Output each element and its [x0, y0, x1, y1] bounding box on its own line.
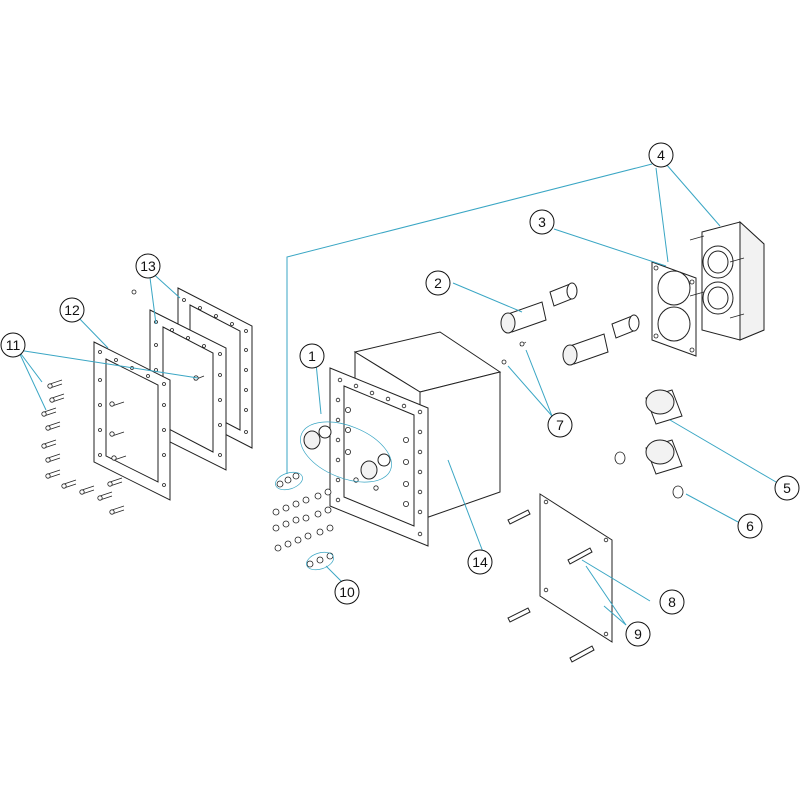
callout-2: 2 [425, 270, 451, 296]
callout-12: 12 [59, 297, 85, 323]
callout-11: 11 [0, 332, 26, 358]
part-10-highlight-ring-lower [306, 551, 334, 571]
svg-text:8: 8 [668, 594, 676, 610]
callout-1: 1 [299, 343, 325, 369]
part-6-plugs [614, 451, 684, 499]
svg-text:2: 2 [434, 275, 442, 291]
part-10-nuts-washers [272, 472, 334, 568]
svg-text:3: 3 [538, 214, 546, 230]
callout-13: 13 [135, 253, 161, 279]
svg-text:11: 11 [6, 337, 21, 353]
part-3-mounting-plate [651, 261, 697, 357]
callout-8: 8 [659, 589, 685, 615]
part-11-screws [41, 289, 205, 515]
callout-4: 4 [648, 142, 674, 168]
svg-text:10: 10 [339, 584, 355, 600]
part-5-large-glands [645, 389, 683, 475]
part-4-junction-housing [689, 220, 765, 341]
svg-text:6: 6 [746, 518, 754, 534]
svg-text:5: 5 [783, 480, 791, 496]
part-1-flange-plate [300, 367, 429, 547]
svg-text:7: 7 [556, 417, 564, 433]
callout-14: 14 [467, 549, 493, 575]
part-8-bolts [507, 509, 595, 663]
part-7-pins [501, 341, 527, 365]
part-9-cover-plate [539, 493, 613, 643]
svg-text:12: 12 [64, 302, 80, 318]
callout-3: 3 [529, 209, 555, 235]
svg-text:1: 1 [308, 348, 316, 364]
svg-text:13: 13 [140, 258, 156, 274]
callout-9: 9 [625, 621, 651, 647]
part-2-cable-glands [500, 282, 640, 366]
callout-6: 6 [737, 513, 763, 539]
svg-text:4: 4 [657, 147, 665, 163]
callout-5: 5 [774, 475, 800, 501]
svg-text:9: 9 [634, 626, 642, 642]
callout-10: 10 [334, 579, 360, 605]
svg-text:14: 14 [472, 554, 488, 570]
leader-lines [17, 163, 777, 626]
callout-7: 7 [547, 412, 573, 438]
part-12-gasket-front [93, 341, 171, 501]
